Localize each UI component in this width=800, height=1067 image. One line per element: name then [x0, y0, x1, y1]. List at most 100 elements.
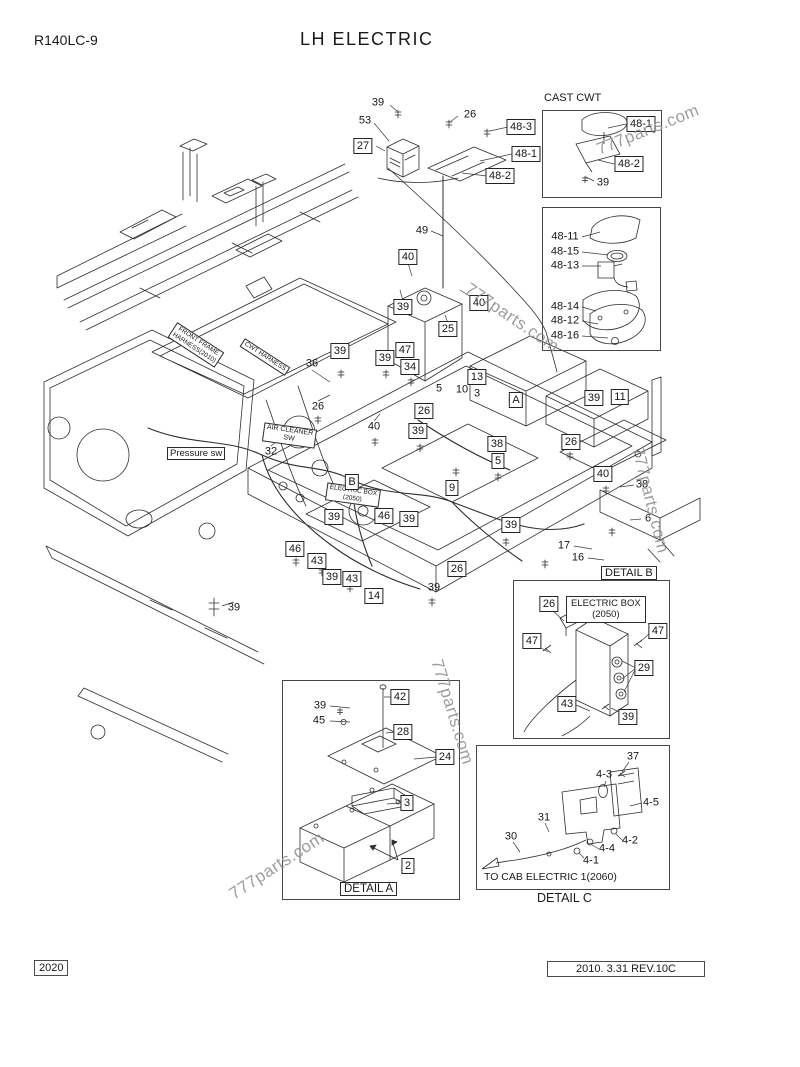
callout-13: 13	[467, 369, 487, 385]
callout-39: 39	[393, 299, 413, 315]
callout-40: 40	[398, 249, 418, 265]
callout-48-2: 48-2	[614, 156, 644, 172]
callout-46: 46	[374, 508, 394, 524]
callout-28: 28	[393, 724, 413, 740]
detail-b-drawing	[523, 611, 643, 737]
callout-39: 39	[313, 699, 327, 712]
callout-39: 39	[408, 423, 428, 439]
electric-box-b-line2: (2050)	[592, 609, 620, 621]
callout-26: 26	[311, 400, 325, 413]
callout-4-3: 4-3	[596, 768, 612, 781]
callout-38: 38	[635, 478, 649, 491]
callout-26: 26	[447, 561, 467, 577]
callout-40: 40	[469, 295, 489, 311]
callout-47: 47	[395, 342, 415, 358]
callout-32: 32	[264, 445, 278, 458]
callout-39: 39	[227, 601, 241, 614]
callout-45: 45	[312, 714, 326, 727]
callout-48-12: 48-12	[550, 314, 580, 327]
leader-lines	[221, 104, 650, 859]
detail-a-inset-box	[282, 680, 460, 900]
callout-49: 49	[415, 224, 429, 237]
cast-cwt-inset-box	[542, 110, 662, 198]
callout-2: 2	[401, 858, 415, 874]
electric-box-label-detail-b: ELECTRIC BOX (2050)	[566, 596, 646, 623]
callout-16: 16	[571, 551, 585, 564]
callout-48-11: 48-11	[551, 230, 579, 243]
callout-27: 27	[353, 138, 373, 154]
callout-39: 39	[596, 176, 610, 189]
callout-39: 39	[427, 581, 441, 594]
callout-39: 39	[330, 343, 350, 359]
callout-3: 3	[400, 795, 414, 811]
callout-5: 5	[491, 453, 505, 469]
callout-36: 36	[305, 357, 319, 370]
callout-A: A	[508, 392, 524, 408]
callout-40: 40	[367, 420, 381, 433]
callout-11: 11	[610, 389, 630, 405]
callout-5: 5	[435, 382, 443, 395]
callout-48-2: 48-2	[485, 168, 515, 184]
callout-6: 6	[644, 512, 652, 525]
callout-42: 42	[390, 689, 410, 705]
detail-a-title: DETAIL A	[340, 882, 398, 896]
detail-c-drawing	[481, 767, 643, 870]
detail-b-inset-box	[513, 580, 670, 739]
detail-b-title: DETAIL B	[601, 566, 657, 580]
cwt-lamp-drawing	[582, 215, 646, 345]
callout-9: 9	[445, 480, 459, 496]
callout-43: 43	[342, 571, 362, 587]
callout-39: 39	[501, 517, 521, 533]
callout-39: 39	[324, 509, 344, 525]
callout-43: 43	[557, 696, 577, 712]
model-code: R140LC-9	[34, 32, 98, 48]
callout-3: 3	[473, 387, 481, 400]
callout-53: 53	[358, 114, 372, 127]
callout-14: 14	[364, 588, 384, 604]
callout-38: 38	[487, 436, 507, 452]
callout-26: 26	[463, 108, 477, 121]
callout-4-5: 4-5	[643, 796, 659, 809]
page-title: LH ELECTRIC	[300, 29, 434, 49]
callout-48-16: 48-16	[550, 329, 580, 342]
callout-4-2: 4-2	[622, 834, 638, 847]
callout-48-13: 48-13	[550, 259, 580, 272]
callout-39: 39	[618, 709, 638, 725]
callout-10: 10	[455, 383, 469, 396]
callout-25: 25	[438, 321, 458, 337]
pressure-sw-label: Pressure sw	[167, 447, 226, 461]
callout-31: 31	[537, 811, 551, 824]
to-cab-electric-note: TO CAB ELECTRIC 1(2060)	[484, 871, 617, 883]
callout-47: 47	[648, 623, 668, 639]
callout-48-1: 48-1	[511, 146, 541, 162]
callout-47: 47	[522, 633, 542, 649]
callout-26: 26	[561, 434, 581, 450]
cast-cwt-title: CAST CWT	[544, 92, 602, 104]
callout-48-3: 48-3	[506, 119, 536, 135]
callout-26: 26	[414, 403, 434, 419]
callout-4-1: 4-1	[583, 854, 599, 867]
callout-39: 39	[322, 569, 342, 585]
cast-cwt-drawing	[575, 112, 628, 183]
callout-48-15: 48-15	[550, 245, 580, 258]
callout-43: 43	[307, 553, 327, 569]
callout-39: 39	[399, 511, 419, 527]
callout-39: 39	[371, 96, 385, 109]
detail-c-title: DETAIL C	[537, 891, 592, 905]
cwt-lamp-inset-box	[542, 207, 661, 351]
callout-26: 26	[539, 596, 559, 612]
callout-48-14: 48-14	[550, 300, 580, 313]
callout-40: 40	[593, 466, 613, 482]
callout-4-4: 4-4	[599, 842, 615, 855]
callout-39: 39	[375, 350, 395, 366]
callout-46: 46	[285, 541, 305, 557]
footer-page-code: 2020	[34, 960, 69, 977]
callout-34: 34	[400, 359, 420, 375]
callout-39: 39	[584, 390, 604, 406]
detail-c-inset-box	[476, 745, 670, 890]
electric-box-b-line1: ELECTRIC BOX	[571, 598, 641, 609]
callout-24: 24	[435, 749, 455, 765]
callout-48-1: 48-1	[626, 116, 656, 132]
callout-37: 37	[626, 750, 640, 763]
